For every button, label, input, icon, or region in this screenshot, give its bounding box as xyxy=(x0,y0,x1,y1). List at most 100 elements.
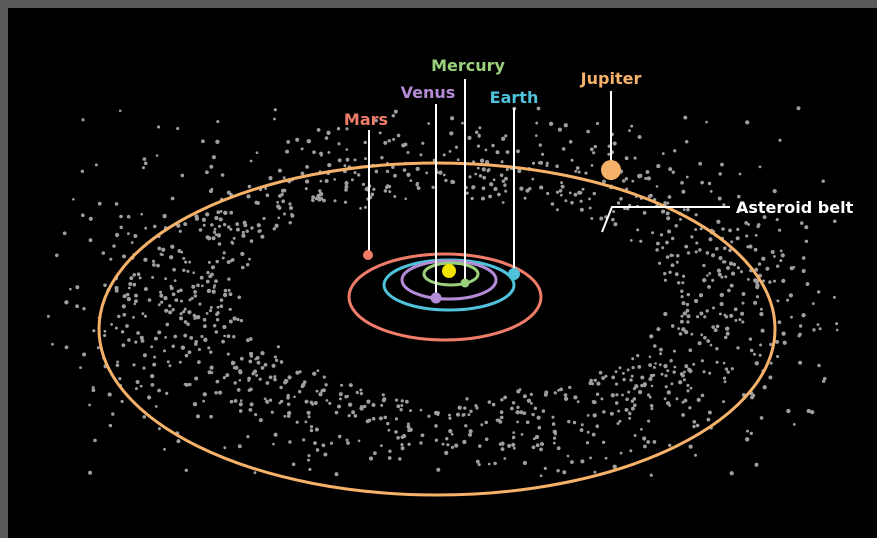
asteroid-dot xyxy=(757,262,762,266)
asteroid-dot xyxy=(222,376,226,380)
asteroid-dot xyxy=(353,158,357,162)
asteroid-dot xyxy=(467,135,472,140)
asteroid-dot xyxy=(692,424,696,429)
asteroid-dot xyxy=(139,384,143,388)
asteroid-dot xyxy=(698,248,702,252)
asteroid-dot xyxy=(604,456,608,460)
asteroid-dot xyxy=(201,284,204,288)
asteroid-dot xyxy=(628,411,632,415)
asteroid-dot xyxy=(153,355,157,359)
asteroid-dot xyxy=(223,292,228,298)
asteroid-dot xyxy=(436,467,441,472)
asteroid-dot xyxy=(663,272,667,276)
asteroid-dot xyxy=(532,161,535,165)
asteroid-dot xyxy=(708,371,712,375)
asteroid-dot xyxy=(288,202,292,206)
asteroid-dot xyxy=(209,309,213,313)
asteroid-dot xyxy=(142,353,147,358)
asteroid-dot xyxy=(725,326,730,331)
asteroid-dot xyxy=(142,415,146,419)
asteroid-dot xyxy=(499,173,504,177)
asteroid-dot xyxy=(229,227,233,231)
asteroid-dot xyxy=(159,290,163,294)
asteroid-dot xyxy=(798,332,802,337)
asteroid-dot xyxy=(633,156,637,160)
asteroid-dot xyxy=(604,374,608,378)
asteroid-dot xyxy=(535,443,540,448)
asteroid-dot xyxy=(219,210,223,213)
asteroid-dot xyxy=(394,430,398,434)
asteroid-dot xyxy=(163,447,166,451)
asteroid-dot xyxy=(127,338,131,342)
asteroid-dot xyxy=(593,145,597,149)
asteroid-dot xyxy=(507,443,512,448)
asteroid-dot xyxy=(380,156,384,160)
asteroid-dot xyxy=(759,343,762,347)
asteroid-dot xyxy=(658,363,662,367)
asteroid-dot xyxy=(695,241,699,245)
asteroid-dot xyxy=(480,158,485,163)
asteroid-dot xyxy=(202,392,207,397)
asteroid-dot xyxy=(724,335,728,340)
asteroid-dot xyxy=(790,315,793,319)
asteroid-dot xyxy=(290,213,293,216)
asteroid-dot xyxy=(821,179,825,183)
asteroid-dot xyxy=(832,295,836,299)
asteroid-dot xyxy=(593,378,597,382)
asteroid-dot xyxy=(674,272,679,277)
asteroid-dot xyxy=(409,179,413,183)
asteroid-dot xyxy=(696,315,700,319)
asteroid-dot xyxy=(308,468,312,471)
asteroid-dot xyxy=(683,115,688,120)
asteroid-dot xyxy=(393,173,397,178)
asteroid-dot xyxy=(607,152,611,156)
asteroid-dot xyxy=(469,409,473,413)
asteroid-dot xyxy=(617,409,621,413)
asteroid-dot xyxy=(243,223,248,228)
asteroid-dot xyxy=(510,406,514,411)
asteroid-dot xyxy=(748,337,753,341)
asteroid-dot xyxy=(700,180,704,185)
asteroid-dot xyxy=(318,189,322,193)
asteroid-belt-leader-line xyxy=(601,206,730,233)
asteroid-dot xyxy=(97,201,102,206)
asteroid-dot xyxy=(239,409,243,413)
asteroid-dot xyxy=(64,300,69,305)
asteroid-dot xyxy=(211,236,216,241)
asteroid-dot xyxy=(316,369,320,373)
asteroid-dot xyxy=(277,168,282,173)
asteroid-dot xyxy=(493,187,498,191)
asteroid-dot xyxy=(247,376,251,381)
asteroid-dot xyxy=(753,352,756,356)
asteroid-dot xyxy=(226,190,231,195)
asteroid-dot xyxy=(209,350,213,354)
asteroid-dot xyxy=(745,437,750,442)
asteroid-dot xyxy=(773,279,776,283)
asteroid-dot xyxy=(611,375,615,380)
asteroid-dot xyxy=(665,240,669,245)
asteroid-dot xyxy=(157,427,161,431)
asteroid-dot xyxy=(46,314,50,318)
asteroid-dot xyxy=(164,336,168,339)
asteroid-belt-label: Asteroid belt xyxy=(736,198,854,217)
asteroid-dot xyxy=(132,282,137,287)
asteroid-dot xyxy=(500,398,504,402)
asteroid-dot xyxy=(501,201,505,204)
asteroid-dot xyxy=(525,420,530,425)
asteroid-dot xyxy=(568,385,572,390)
asteroid-dot xyxy=(409,409,412,412)
asteroid-dot xyxy=(164,277,168,281)
asteroid-dot xyxy=(481,196,485,201)
asteroid-dot xyxy=(218,390,223,395)
asteroid-dot xyxy=(101,251,106,255)
asteroid-dot xyxy=(184,468,188,472)
asteroid-dot xyxy=(480,423,484,427)
asteroid-dot xyxy=(768,375,773,380)
asteroid-dot xyxy=(415,166,420,171)
asteroid-dot xyxy=(311,402,314,406)
asteroid-dot xyxy=(382,397,387,401)
asteroid-dot xyxy=(117,314,121,318)
asteroid-dot xyxy=(189,336,194,340)
asteroid-dot xyxy=(612,210,616,214)
asteroid-dot xyxy=(316,128,321,132)
